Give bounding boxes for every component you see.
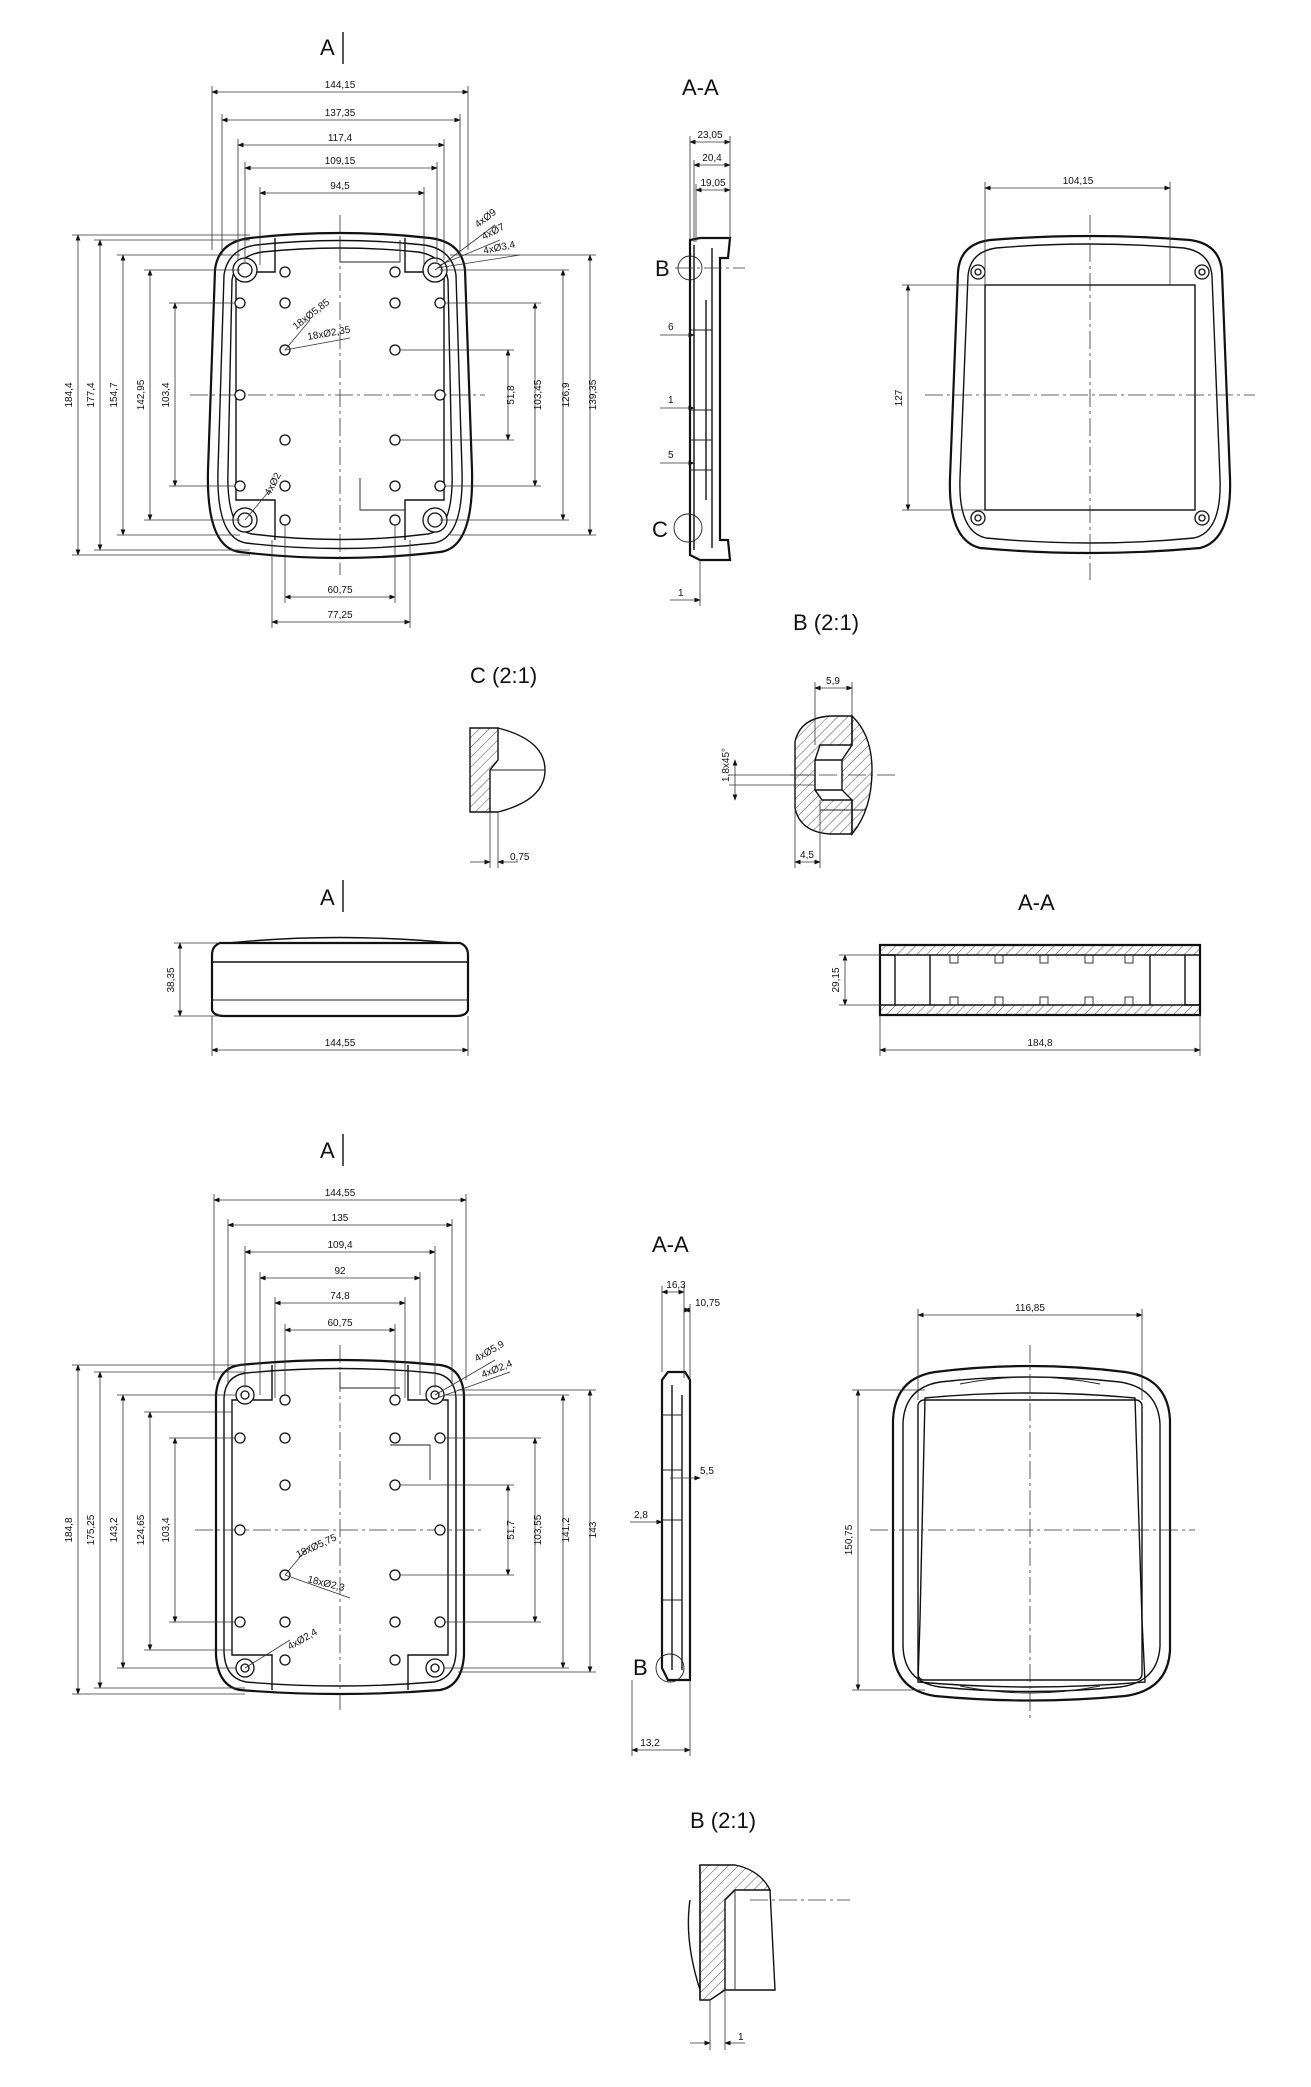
- dim-height-177-4: 177,4: [86, 382, 97, 407]
- dim-height-142-95: 142,95: [136, 379, 147, 410]
- dim-height-184-4: 184,4: [64, 382, 75, 407]
- dim2-height-175-25: 175,25: [86, 1514, 97, 1545]
- dim-detail-b-4-5: 4,5: [800, 850, 814, 861]
- dim-detail-b2-1: 1: [738, 2032, 744, 2043]
- dim-detail-c-0-75: 0,75: [510, 852, 530, 863]
- dim-sec-height-29-15: 29,15: [831, 967, 842, 992]
- dim-height-126-9: 126,9: [561, 382, 572, 407]
- dim-back2-height-150-75: 150,75: [844, 1524, 855, 1555]
- note-18x-dia-2-35: 18xØ2,35: [307, 325, 352, 343]
- section-view-1: A-A B C 23,05 20,4 19,05 6 1 5 1: [652, 75, 745, 606]
- dim-sec-width-184-8: 184,8: [1027, 1038, 1052, 1049]
- dim-section-23-05: 23,05: [697, 130, 722, 141]
- dim-back-height-127: 127: [894, 389, 905, 406]
- detail-mark-b: B: [655, 256, 670, 281]
- dim-section-20-4: 20,4: [702, 153, 722, 164]
- side-section-view: A-A 29,15 184,8: [831, 890, 1202, 1056]
- dim-section-19-05: 19,05: [700, 178, 725, 189]
- section-view-2: A-A B 16,3 10,75 5,5 2,8 13,2: [630, 1232, 720, 1756]
- dim2-height-143: 143: [588, 1521, 599, 1538]
- dim2-height-143-2: 143,2: [109, 1517, 120, 1542]
- dim-section-1-bottom: 1: [678, 588, 684, 599]
- dim-section-1: 1: [668, 395, 674, 406]
- dim2-height-51-7: 51,7: [506, 1520, 517, 1540]
- dim2-height-103-4: 103,4: [161, 1517, 172, 1542]
- dim-width-109-15: 109,15: [325, 156, 356, 167]
- dim2-width-109-4: 109,4: [327, 1240, 352, 1251]
- dim-section-6: 6: [668, 322, 674, 333]
- dim-width-117-4: 117,4: [328, 133, 353, 144]
- dim-height-103-45: 103,45: [533, 379, 544, 410]
- section-mark-a-3: A: [320, 1138, 335, 1163]
- dim-height-51-8: 51,8: [506, 385, 517, 405]
- detail-c-view: C (2:1) 0,75: [469, 663, 546, 868]
- note2-4x-dia-5-9: 4xØ5,9: [473, 1339, 507, 1365]
- note2-18x-dia-5-75: 18xØ5,75: [295, 1532, 339, 1560]
- dim2-width-144-55: 144,55: [325, 1188, 356, 1199]
- dim-back2-width-116-85: 116,85: [1015, 1303, 1045, 1314]
- section-mark-a: A: [320, 35, 335, 60]
- dim-width-94-5: 94,5: [330, 181, 350, 192]
- dim-height-154-7: 154,7: [109, 382, 120, 407]
- dim-height-103-4: 103,4: [161, 382, 172, 407]
- dim2-section-10-75: 10,75: [695, 1298, 720, 1309]
- dim2-width-60-75: 60,75: [327, 1318, 352, 1329]
- detail-title-c: C (2:1): [470, 663, 537, 688]
- side-view: A 38,35 144,55: [166, 880, 470, 1056]
- note-4x-dia-3-4: 4xØ3,4: [482, 239, 516, 257]
- dim-back-width-104-15: 104,15: [1063, 176, 1094, 187]
- note-18x-dia-5-85: 18xØ5,85: [291, 297, 332, 333]
- dim2-height-124-65: 124,65: [136, 1514, 147, 1545]
- dim2-section-13-2: 13,2: [640, 1738, 660, 1749]
- back-view-2: 116,85 150,75: [844, 1303, 1195, 1720]
- note2-4x-dia-2-4-b: 4xØ2,4: [286, 1627, 320, 1653]
- dim2-height-103-55: 103,55: [533, 1514, 544, 1545]
- dim2-section-16-3: 16,3: [666, 1280, 686, 1291]
- section-title-aa-1: A-A: [682, 75, 719, 100]
- dim-side-width-144-55: 144,55: [325, 1038, 356, 1049]
- dim2-height-184-8: 184,8: [64, 1517, 75, 1542]
- detail-b-view-2: B (2:1) 1: [687, 1808, 850, 2050]
- dim2-section-2-8: 2,8: [634, 1510, 648, 1521]
- note2-4x-dia-2-4: 4xØ2,4: [480, 1358, 514, 1380]
- dim-side-height-38-35: 38,35: [166, 967, 177, 992]
- dim-section-5: 5: [668, 450, 674, 461]
- section-title-aa-2: A-A: [1018, 890, 1055, 915]
- back-view-1: 104,15 127: [894, 176, 1255, 580]
- dim2-height-141-2: 141,2: [561, 1517, 572, 1542]
- front-view-2: A: [64, 1134, 599, 1710]
- front-view-1: A: [64, 32, 599, 628]
- detail-mark-b-2: B: [633, 1655, 648, 1680]
- section-mark-a-2: A: [320, 885, 335, 910]
- dim2-section-5-5: 5,5: [700, 1466, 714, 1477]
- dim2-width-135: 135: [332, 1213, 349, 1224]
- detail-mark-c: C: [652, 517, 668, 542]
- dim2-width-92: 92: [334, 1266, 346, 1277]
- dim-height-139-35: 139,35: [588, 379, 599, 410]
- detail-title-b-1: B (2:1): [793, 610, 859, 635]
- dim2-width-74-8: 74,8: [330, 1291, 350, 1302]
- detail-title-b-2: B (2:1): [690, 1808, 756, 1833]
- detail-b-view-1: B (2:1) 5,9 1,8x45° 4,5: [721, 610, 895, 868]
- dim-detail-b-5-9: 5,9: [826, 676, 840, 687]
- dim-width-77-25: 77,25: [327, 610, 352, 621]
- dim-width-60-75: 60,75: [327, 585, 352, 596]
- dim-width-144-15: 144,15: [325, 80, 356, 91]
- dim-width-137-35: 137,35: [325, 108, 356, 119]
- dim-detail-b-chamfer: 1,8x45°: [721, 748, 732, 782]
- section-title-aa-3: A-A: [652, 1232, 689, 1257]
